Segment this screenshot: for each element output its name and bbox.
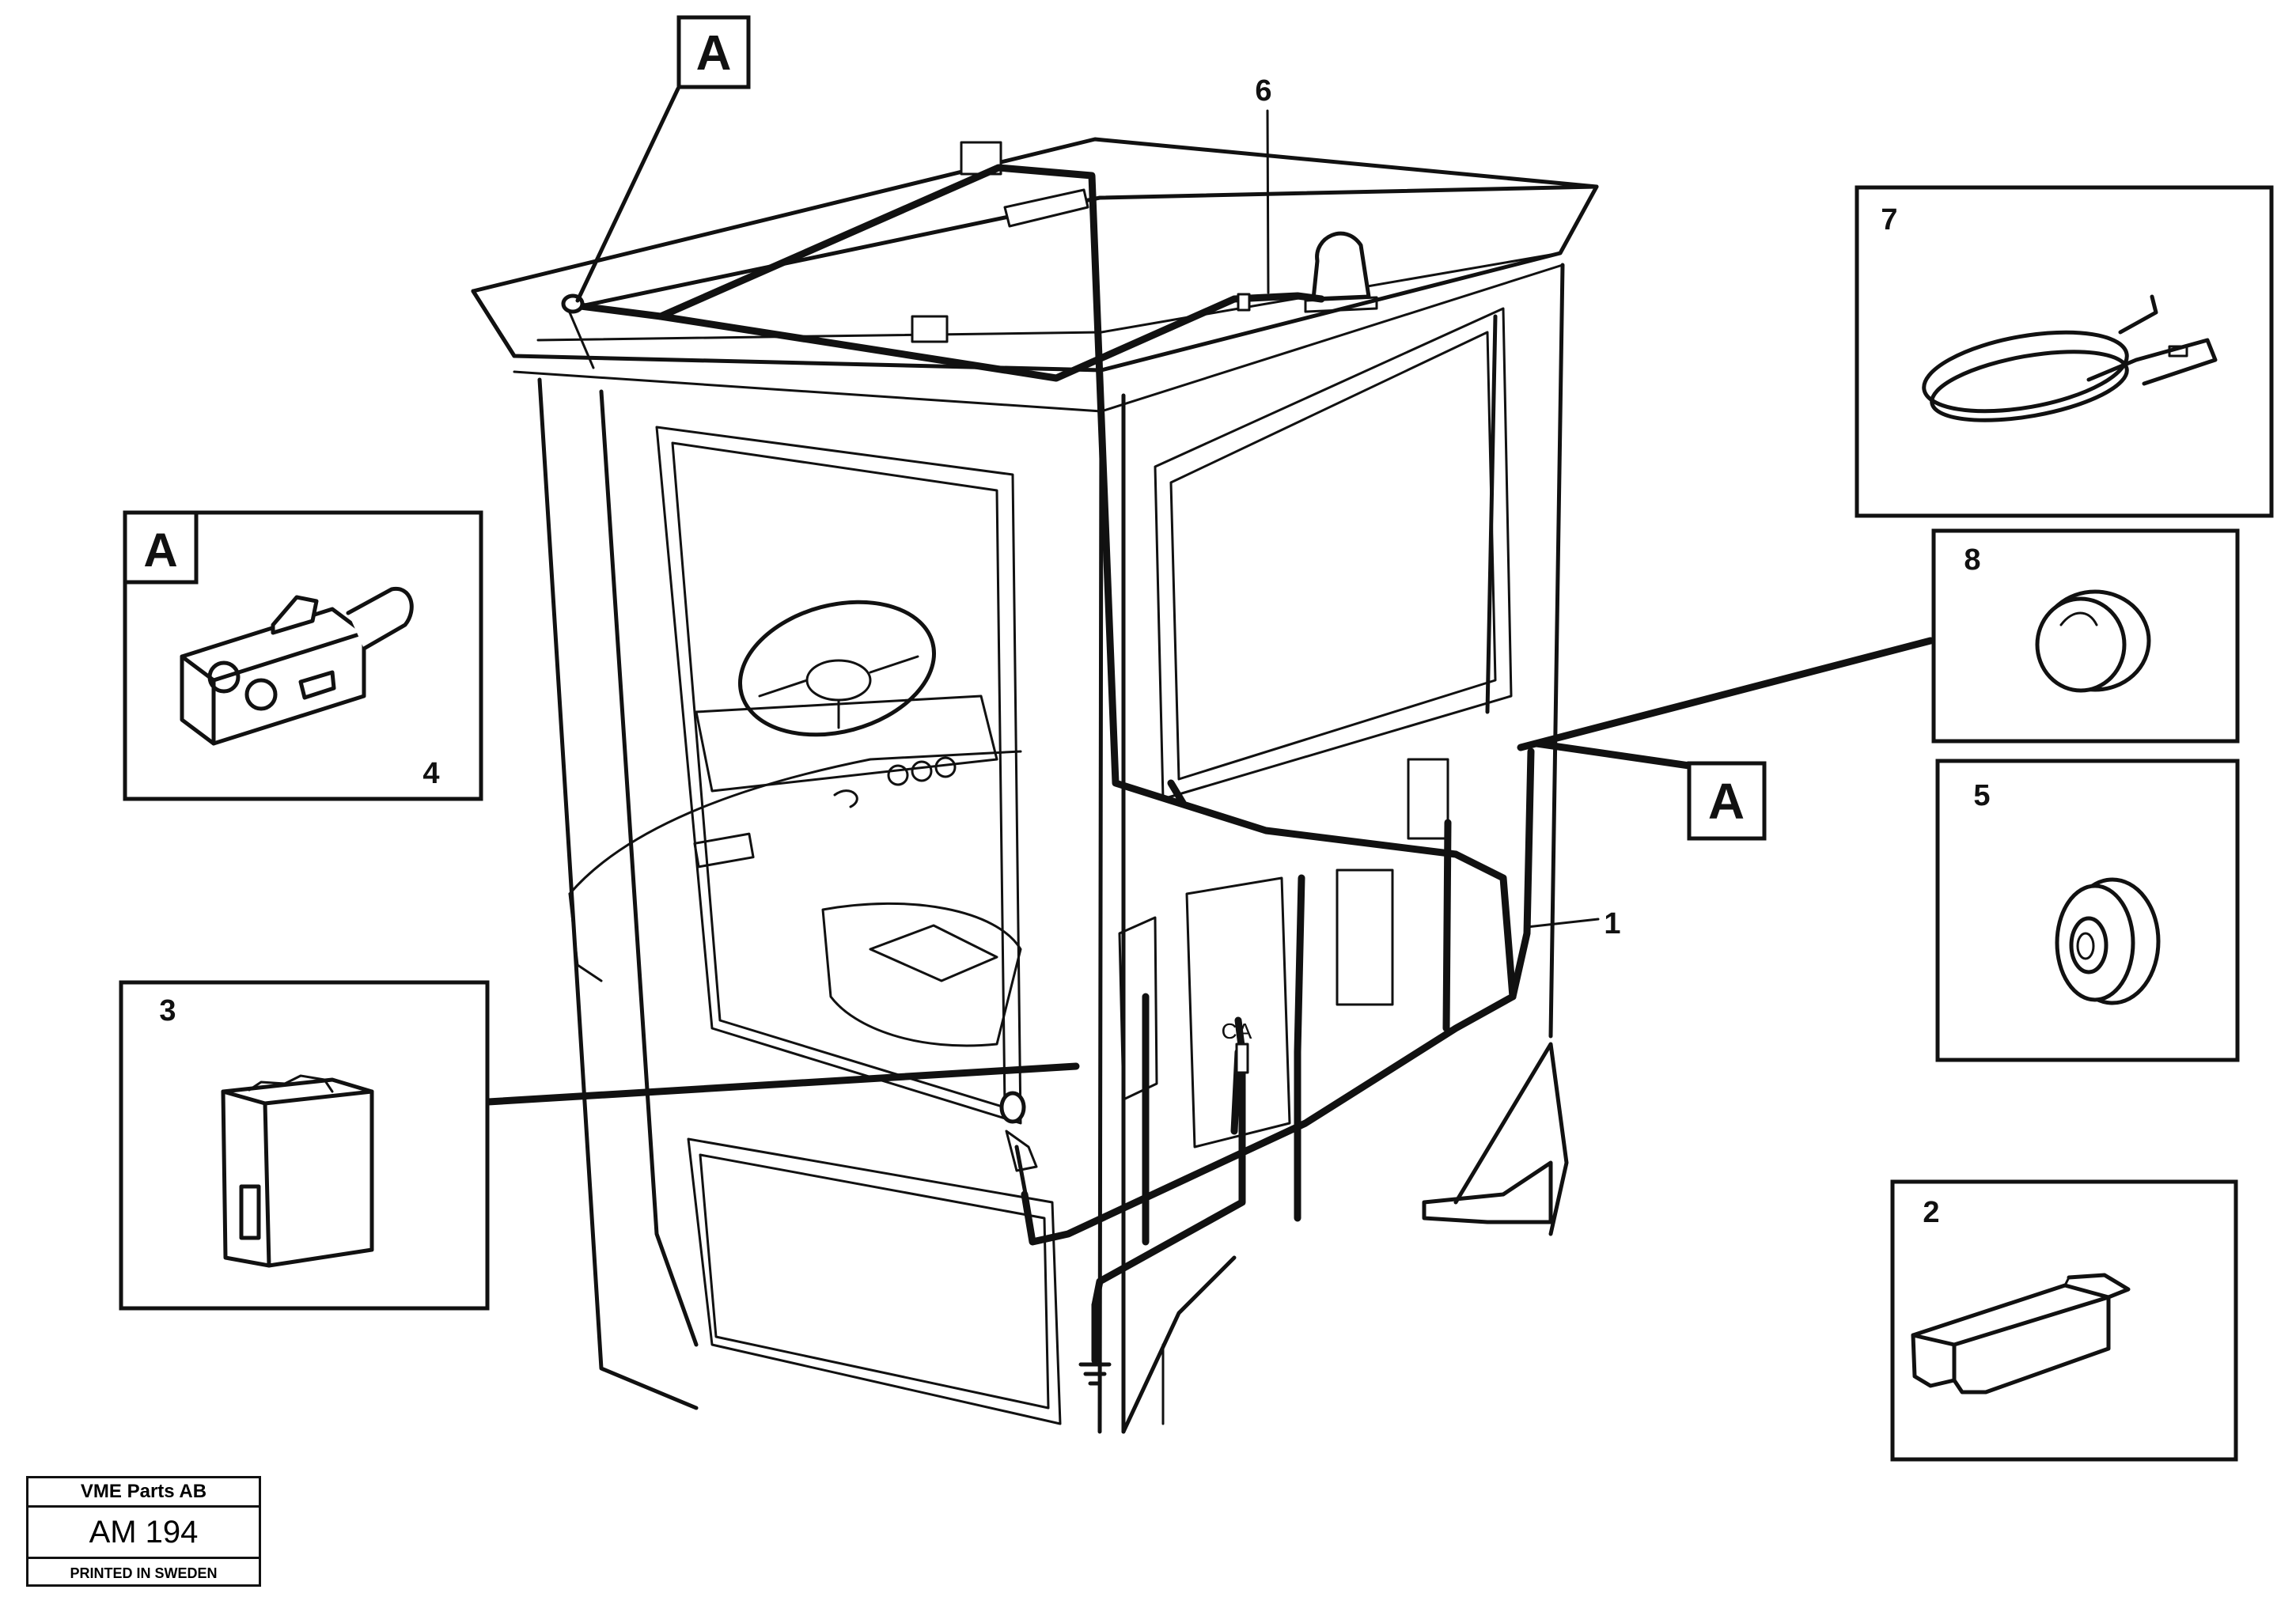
inset-2-connector: 2 [1890,1179,2238,1462]
leader-a-right [1533,740,1693,770]
inset-a-connector: A 4 [123,510,483,801]
cab-body [471,137,1599,1434]
title-block-printed: PRINTED IN SWEDEN [70,1565,218,1581]
leader-8 [1517,637,1934,751]
inset-8-grommet: 8 [1931,528,2240,744]
callout-5-label: 5 [1973,779,1990,812]
callout-4-label: 4 [422,757,439,790]
inset-a-label: A [143,524,177,577]
callout-a-top-label: A [696,26,732,81]
inset-3-connector: 3 [119,980,490,1311]
leader-lines [362,86,1934,1106]
leader-1 [1525,918,1600,929]
wire-harness [561,164,1535,1386]
title-block: VME Parts AB AM 194 PRINTED IN SWEDEN [26,1476,261,1587]
callout-a-right-label: A [1708,773,1745,830]
inset-7-cable-tie: 7 [1855,185,2274,518]
leader-3 [484,1062,1080,1106]
callout-8-label: 8 [1964,543,1980,577]
callout-1-label: 1 [1604,907,1620,940]
callout-2-label: 2 [1923,1196,1939,1229]
callout-a-top: A [676,15,751,89]
dash-label-ca: CA [1222,1019,1252,1043]
title-block-company: VME Parts AB [28,1478,259,1508]
callout-3-label: 3 [159,994,176,1027]
inset-5-grommet: 5 [1935,759,2240,1062]
callout-6-label: 6 [1255,74,1271,108]
title-block-drawing-number: AM 194 [28,1508,259,1559]
leader-a-top [575,86,680,303]
leader-6 [1266,109,1270,294]
callout-7-label: 7 [1881,203,1897,237]
callout-a-right: A [1687,761,1767,841]
